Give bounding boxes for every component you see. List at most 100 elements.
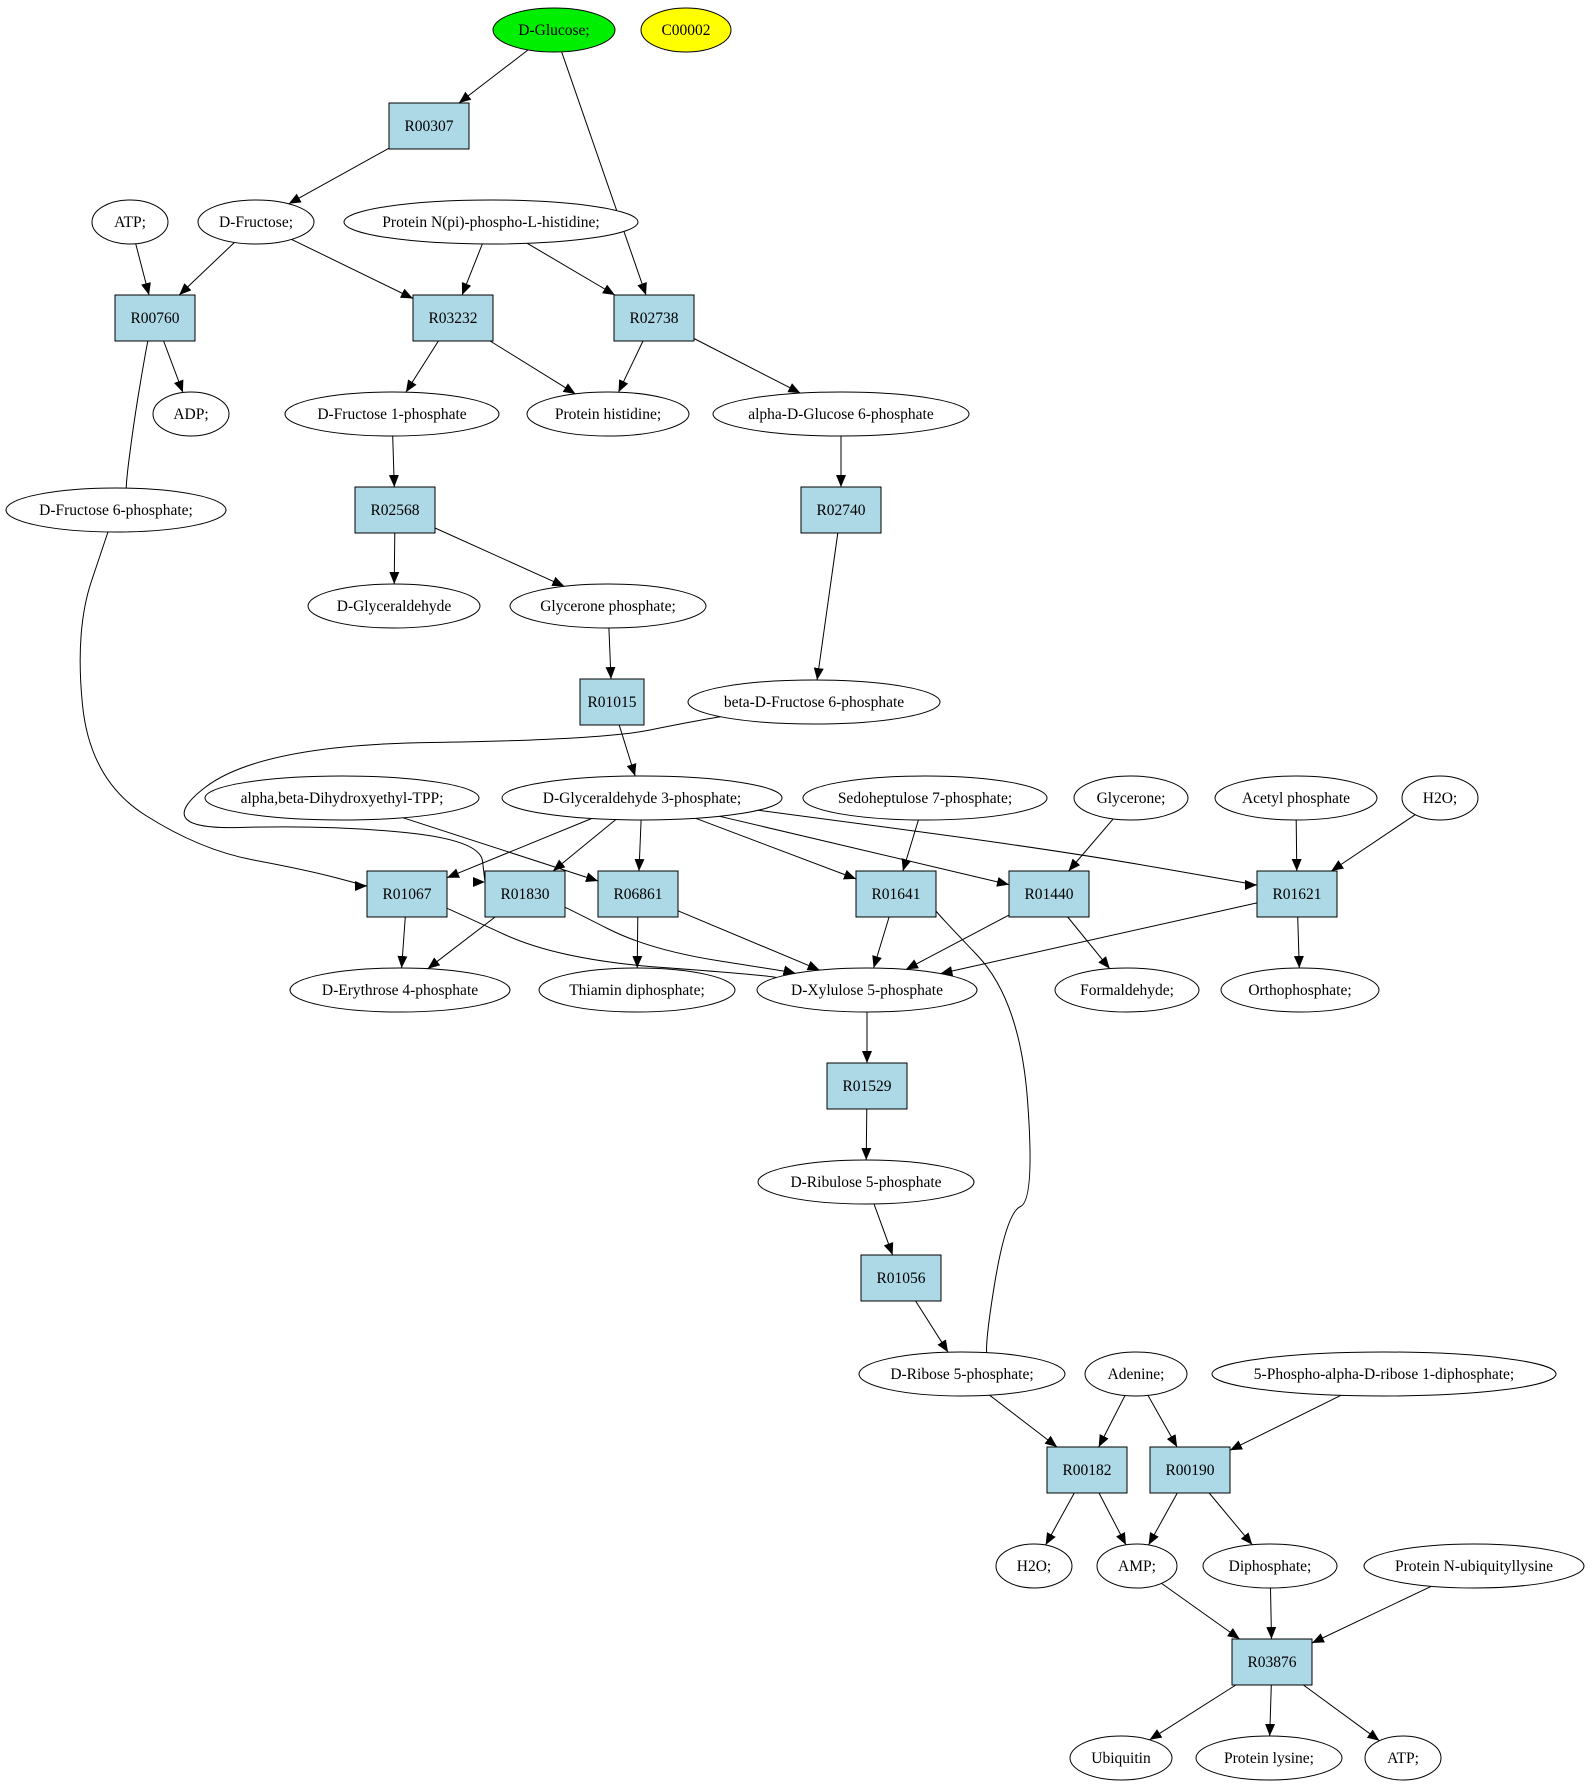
compound-ellipse xyxy=(1084,1351,1188,1397)
node-label: C00002 xyxy=(661,22,710,39)
edge-r03876-to-atp2 xyxy=(1303,1684,1380,1742)
reaction-node-r06861[interactable]: R06861 xyxy=(597,870,679,918)
compound-ellipse xyxy=(284,391,500,437)
reaction-box xyxy=(1256,870,1338,918)
reaction-box xyxy=(579,678,645,726)
reaction-node-r02568[interactable]: R02568 xyxy=(354,486,436,534)
edge-r02568-to-dglyald xyxy=(389,532,400,585)
edge-protnpi-to-r03232 xyxy=(461,243,483,296)
edge-amp-to-r03876 xyxy=(1161,1582,1240,1640)
compound-node-dglucose[interactable]: D-Glucose; xyxy=(492,7,616,53)
node-label: H2O; xyxy=(1423,790,1457,807)
compound-ellipse xyxy=(204,775,480,821)
compound-node-dru5p[interactable]: D-Ribulose 5-phosphate xyxy=(757,1159,975,1205)
compound-node-dglyald[interactable]: D-Glyceraldehyde xyxy=(307,583,481,629)
compound-node-atp1[interactable]: ATP; xyxy=(91,199,169,245)
reaction-node-r00190[interactable]: R00190 xyxy=(1149,1446,1231,1494)
edge-r00190-to-diphos xyxy=(1208,1492,1253,1546)
reaction-box xyxy=(860,1254,942,1302)
node-label: Orthophosphate; xyxy=(1248,982,1351,999)
edge-r03876-to-ubiquitin xyxy=(1149,1684,1237,1741)
edge-r02738-to-adg6p xyxy=(693,338,801,394)
node-label: R02740 xyxy=(816,502,865,519)
reaction-node-r01529[interactable]: R01529 xyxy=(826,1062,908,1110)
compound-node-atp2[interactable]: ATP; xyxy=(1364,1735,1442,1781)
compound-ellipse xyxy=(197,199,315,245)
reaction-node-r02740[interactable]: R02740 xyxy=(800,486,882,534)
edge-r01621-to-dx5p xyxy=(940,902,1258,976)
compound-node-dx5p[interactable]: D-Xylulose 5-phosphate xyxy=(756,967,978,1013)
compound-node-glyp[interactable]: Glycerone phosphate; xyxy=(509,583,707,629)
reaction-box xyxy=(800,486,882,534)
compound-node-glycerone[interactable]: Glycerone; xyxy=(1073,775,1189,821)
compound-node-amp[interactable]: AMP; xyxy=(1096,1543,1178,1589)
compound-node-prpp[interactable]: 5-Phospho-alpha-D-ribose 1-diphosphate; xyxy=(1211,1351,1557,1397)
compound-node-de4p[interactable]: D-Erythrose 4-phosphate xyxy=(289,967,511,1013)
compound-ellipse xyxy=(712,391,970,437)
reaction-node-r01830[interactable]: R01830 xyxy=(484,870,566,918)
compound-node-acetylp[interactable]: Acetyl phosphate xyxy=(1214,775,1378,821)
reaction-box xyxy=(597,870,679,918)
reaction-node-r01015[interactable]: R01015 xyxy=(579,678,645,726)
node-label: D-Erythrose 4-phosphate xyxy=(322,982,478,999)
edge-r03232-to-prothis xyxy=(489,340,576,395)
edge-r01641-to-dx5p xyxy=(872,916,890,969)
compound-node-diphos[interactable]: Diphosphate; xyxy=(1202,1543,1338,1589)
compound-node-thiamin[interactable]: Thiamin diphosphate; xyxy=(538,967,736,1013)
compound-ellipse xyxy=(501,775,783,821)
compound-node-h2o1[interactable]: H2O; xyxy=(1401,775,1479,821)
compound-node-ubiquitin[interactable]: Ubiquitin xyxy=(1069,1735,1173,1781)
reaction-node-r03876[interactable]: R03876 xyxy=(1231,1638,1313,1686)
compound-node-adg6p[interactable]: alpha-D-Glucose 6-phosphate xyxy=(712,391,970,437)
edge-acetylp-to-r01621 xyxy=(1291,819,1302,872)
compound-node-h2o2[interactable]: H2O; xyxy=(995,1543,1073,1589)
compound-node-dr5p[interactable]: D-Ribose 5-phosphate; xyxy=(858,1351,1066,1397)
edge-glyp-to-r01015 xyxy=(605,627,616,680)
edge-r06861-to-dx5p xyxy=(677,910,820,971)
compound-node-protlys[interactable]: Protein lysine; xyxy=(1195,1735,1343,1781)
reaction-node-r01067[interactable]: R01067 xyxy=(366,870,448,918)
node-label: Glycerone phosphate; xyxy=(540,598,676,615)
compound-ellipse xyxy=(538,967,736,1013)
node-label: R02738 xyxy=(629,310,678,327)
compound-node-adp[interactable]: ADP; xyxy=(152,391,230,437)
reaction-node-r01641[interactable]: R01641 xyxy=(855,870,937,918)
reaction-node-r01056[interactable]: R01056 xyxy=(860,1254,942,1302)
node-label: ATP; xyxy=(1387,1750,1419,1767)
node-label: Protein N(pi)-phospho-L-histidine; xyxy=(382,214,599,231)
edge-dg3p-to-r01440 xyxy=(719,815,1010,887)
compound-node-s7p[interactable]: Sedoheptulose 7-phosphate; xyxy=(802,775,1048,821)
reaction-node-r00182[interactable]: R00182 xyxy=(1046,1446,1128,1494)
node-label: ADP; xyxy=(173,406,208,423)
edge-r01830-to-de4p xyxy=(427,916,496,970)
compound-node-bdf6p[interactable]: beta-D-Fructose 6-phosphate xyxy=(687,679,941,725)
compound-node-dfru6p[interactable]: D-Fructose 6-phosphate; xyxy=(5,487,227,533)
reaction-node-r01621[interactable]: R01621 xyxy=(1256,870,1338,918)
reaction-node-r02738[interactable]: R02738 xyxy=(613,294,695,342)
compound-node-formald[interactable]: Formaldehyde; xyxy=(1054,967,1200,1013)
compound-node-c00002[interactable]: C00002 xyxy=(640,7,732,53)
compound-node-abdtpp[interactable]: alpha,beta-Dihydroxyethyl-TPP; xyxy=(204,775,480,821)
compound-node-prothis[interactable]: Protein histidine; xyxy=(526,391,690,437)
compound-node-protubq[interactable]: Protein N-ubiquityllysine xyxy=(1363,1543,1585,1589)
reaction-node-r00760[interactable]: R00760 xyxy=(114,294,196,342)
compound-ellipse xyxy=(1363,1543,1585,1589)
compound-node-orthop[interactable]: Orthophosphate; xyxy=(1220,967,1380,1013)
compound-node-dfru1p[interactable]: D-Fructose 1-phosphate xyxy=(284,391,500,437)
compound-ellipse xyxy=(343,199,639,245)
edge-r00760-to-dfru6p xyxy=(120,340,149,501)
edge-dr5p-to-r00182 xyxy=(989,1394,1058,1448)
node-label: R01529 xyxy=(842,1078,891,1095)
reaction-node-r01440[interactable]: R01440 xyxy=(1008,870,1090,918)
node-label: ATP; xyxy=(114,214,146,231)
compound-node-adenine[interactable]: Adenine; xyxy=(1084,1351,1188,1397)
edge-h2o1-to-r01621 xyxy=(1331,814,1416,872)
compound-node-dfructose[interactable]: D-Fructose; xyxy=(197,199,315,245)
reaction-node-r03232[interactable]: R03232 xyxy=(412,294,494,342)
compound-node-protnpi[interactable]: Protein N(pi)-phospho-L-histidine; xyxy=(343,199,639,245)
node-label: Acetyl phosphate xyxy=(1242,790,1350,807)
reaction-node-r00307[interactable]: R00307 xyxy=(388,102,470,150)
edge-r02740-to-bdf6p xyxy=(813,532,839,681)
compound-node-dg3p[interactable]: D-Glyceraldehyde 3-phosphate; xyxy=(501,775,783,821)
